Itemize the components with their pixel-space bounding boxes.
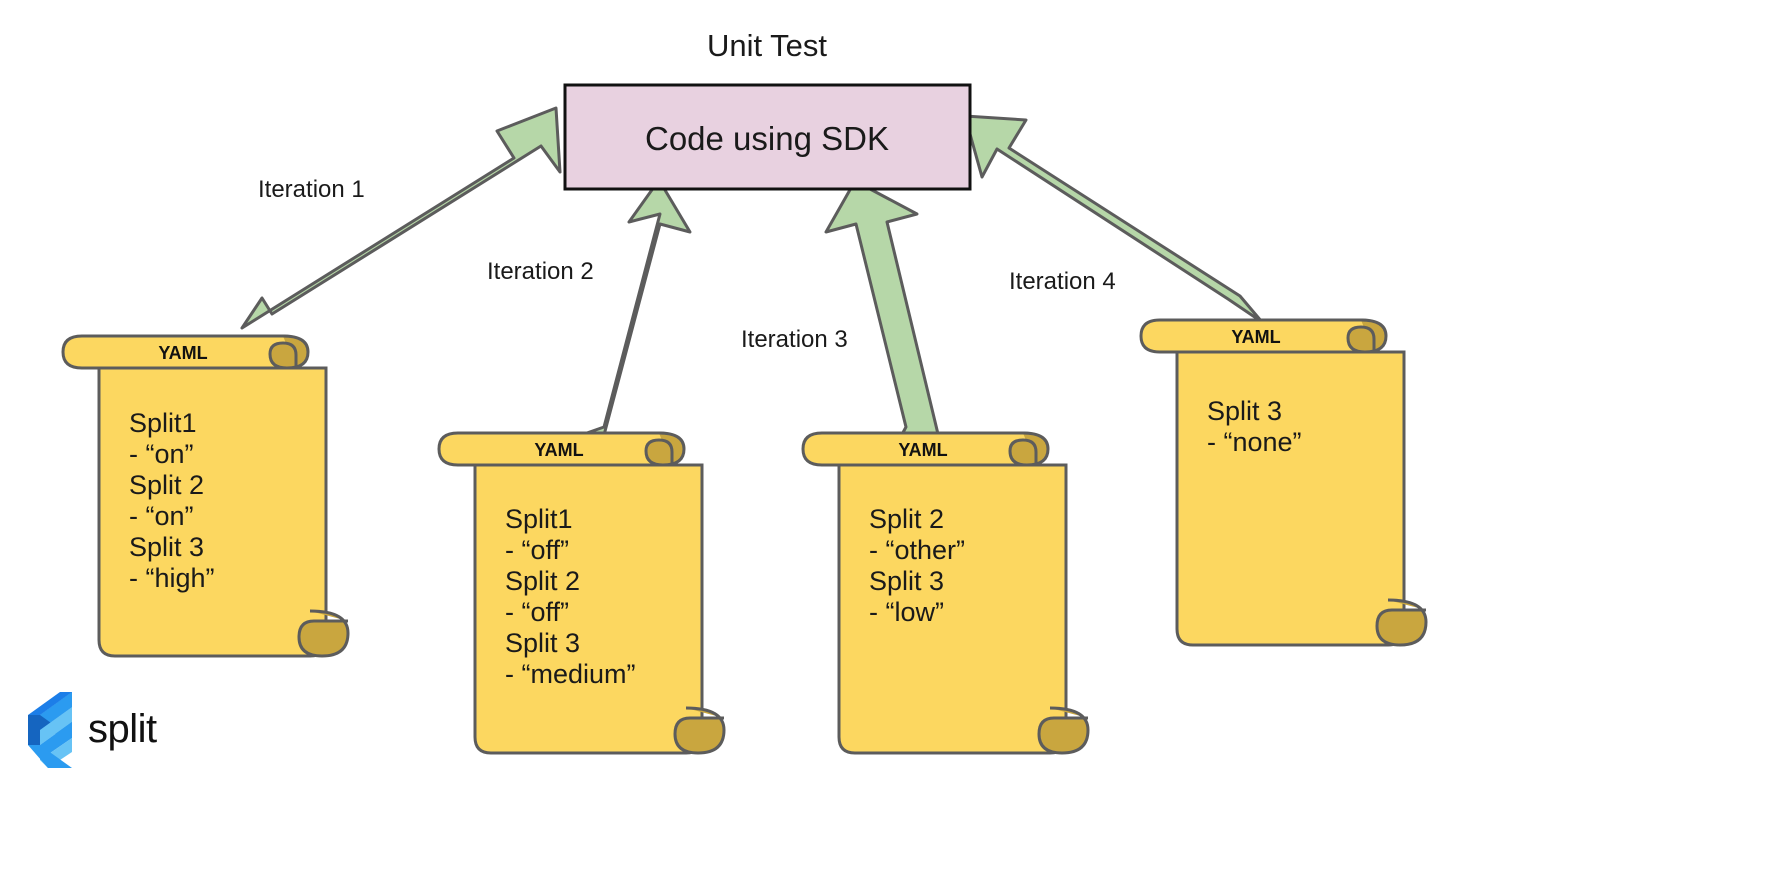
scroll-yaml-1[interactable]: YAML Split1 - “on” Split 2 - “on” Split … xyxy=(61,334,350,658)
arrow-iteration-3 xyxy=(824,179,940,440)
scroll-header: YAML xyxy=(534,440,583,460)
scroll-line: - “other” xyxy=(869,535,965,565)
scroll-yaml-2[interactable]: YAML Split1 - “off” Split 2 - “off” Spli… xyxy=(437,431,726,755)
page-title: Unit Test xyxy=(707,28,827,63)
scroll-line: Split 3 xyxy=(869,566,944,596)
scroll-line: Split 3 xyxy=(129,532,204,562)
scroll-header: YAML xyxy=(898,440,947,460)
split-wordmark: split xyxy=(88,707,157,751)
scroll-line: - “none” xyxy=(1207,427,1302,457)
arrow-iteration-1 xyxy=(240,106,562,330)
scroll-line: Split1 xyxy=(129,408,197,438)
scroll-line: - “low” xyxy=(869,597,944,627)
scroll-yaml-3[interactable]: YAML Split 2 - “other” Split 3 - “low” xyxy=(801,431,1090,755)
scroll-header: YAML xyxy=(1231,327,1280,347)
scroll-line: - “off” xyxy=(505,597,569,627)
center-box[interactable] xyxy=(563,83,972,191)
arrow-iteration-2 xyxy=(565,178,692,442)
scroll-line: Split 3 xyxy=(505,628,580,658)
arrow-label-iteration-1: Iteration 1 xyxy=(258,176,365,203)
scroll-line: Split 3 xyxy=(1207,396,1282,426)
arrow-label-iteration-3: Iteration 3 xyxy=(741,326,848,353)
scroll-yaml-4[interactable]: YAML Split 3 - “none” xyxy=(1139,318,1428,647)
scroll-line: - “on” xyxy=(129,501,194,531)
arrow-label-iteration-2: Iteration 2 xyxy=(487,258,594,285)
scroll-line: - “off” xyxy=(505,535,569,565)
scroll-line: - “on” xyxy=(129,439,194,469)
scroll-line: - “medium” xyxy=(505,659,636,689)
scroll-header: YAML xyxy=(158,343,207,363)
center-box-label: Code using SDK xyxy=(645,120,889,157)
scroll-line: Split 2 xyxy=(869,504,944,534)
scroll-line: Split 2 xyxy=(129,470,204,500)
split-chevron-logo xyxy=(28,692,72,768)
scroll-line: Split1 xyxy=(505,504,573,534)
arrow-label-iteration-4: Iteration 4 xyxy=(1009,268,1116,295)
scroll-line: - “high” xyxy=(129,563,215,593)
scroll-line: Split 2 xyxy=(505,566,580,596)
